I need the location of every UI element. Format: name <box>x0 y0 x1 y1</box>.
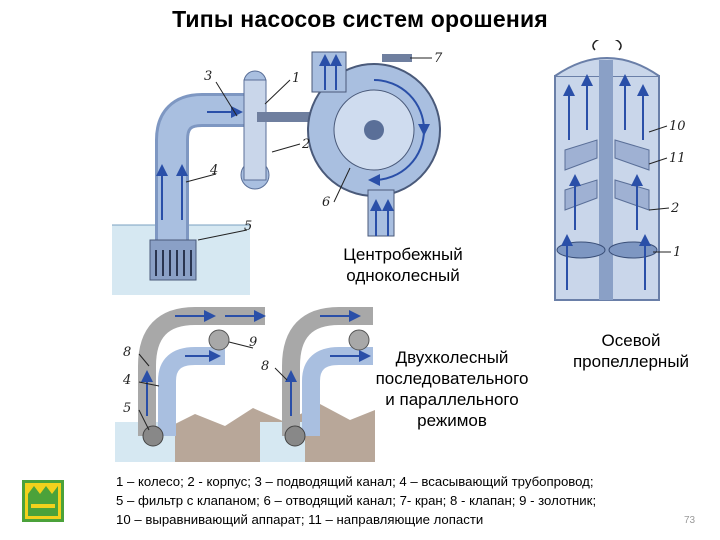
legend-line: 10 – выравнивающий аппарат; 11 – направл… <box>116 512 484 527</box>
callout-5-left: 5 <box>123 401 131 416</box>
callout-3: 3 <box>204 69 212 84</box>
suction-pipe-inner <box>158 96 262 250</box>
two-wheel-leaders <box>138 341 288 431</box>
callout-5: 5 <box>244 219 252 234</box>
rotation-arrow <box>592 40 622 51</box>
axial-flow-arrows <box>561 74 651 290</box>
right-filter <box>284 425 306 447</box>
axial-leaders <box>648 125 671 253</box>
caption-two-wheel-line: Двухколесный <box>395 348 509 367</box>
caption-two-wheel-line: последовательного <box>375 369 529 388</box>
callout-10: 10 <box>669 119 686 134</box>
legend-line: 1 – колесо; 2 - корпус; 3 – подводящий к… <box>116 474 594 489</box>
caption-centrifugal-line: Центробежный <box>343 245 463 264</box>
filter-valve <box>149 239 197 281</box>
guide-vanes <box>564 139 650 211</box>
axial-shaft <box>599 60 613 300</box>
caption-two-wheel-line: режимов <box>417 411 487 430</box>
caption-centrifugal: Центробежный одноколесный <box>318 244 488 286</box>
callout-4-left: 4 <box>122 373 131 388</box>
caption-two-wheel: Двухколесный последовательного и паралле… <box>352 347 552 431</box>
shaft <box>257 112 337 122</box>
two-wheel-flow-arrows <box>141 310 371 416</box>
discharge-pipe <box>311 51 347 93</box>
callout-4: 4 <box>209 163 218 178</box>
page-number: 73 <box>684 515 696 526</box>
callout-axial-1: 1 <box>673 245 681 260</box>
outlet-channel <box>367 189 395 237</box>
two-wheel-pump-figure: 8 4 5 9 8 <box>115 307 375 462</box>
caption-axial-line: Осевой <box>601 331 661 350</box>
caption-two-wheel-line: и параллельного <box>385 390 519 409</box>
valve <box>382 54 412 62</box>
spool-valve <box>208 329 230 351</box>
callout-2: 2 <box>301 137 310 152</box>
caption-axial-line: пропеллерный <box>572 352 690 371</box>
callout-9: 9 <box>249 335 257 350</box>
callout-7: 7 <box>434 51 443 66</box>
flow-arrows <box>156 54 430 236</box>
logo-icon <box>22 480 64 522</box>
caption-axial: Осевой пропеллерный <box>556 330 706 372</box>
callout-6: 6 <box>322 195 330 210</box>
page-title: Типы насосов систем орошения <box>172 6 548 32</box>
left-filter <box>142 425 164 447</box>
callout-11: 11 <box>669 151 686 166</box>
axial-pump-figure: 10 11 2 1 <box>554 40 686 301</box>
legend: 1 – колесо; 2 - корпус; 3 – подводящий к… <box>116 472 716 529</box>
callout-8-right: 8 <box>261 359 269 374</box>
callout-axial-2: 2 <box>670 201 679 216</box>
callout-8-left: 8 <box>123 345 131 360</box>
legend-line: 5 – фильтр с клапаном; 6 – отводящий кан… <box>116 493 597 508</box>
callout-1: 1 <box>292 71 300 86</box>
centrifugal-pump-figure: 3 1 2 4 5 6 7 <box>112 51 443 295</box>
intake-channel <box>243 79 267 181</box>
impeller-hub <box>364 120 384 140</box>
callout-leaders <box>185 57 432 241</box>
caption-centrifugal-line: одноколесный <box>346 266 460 285</box>
